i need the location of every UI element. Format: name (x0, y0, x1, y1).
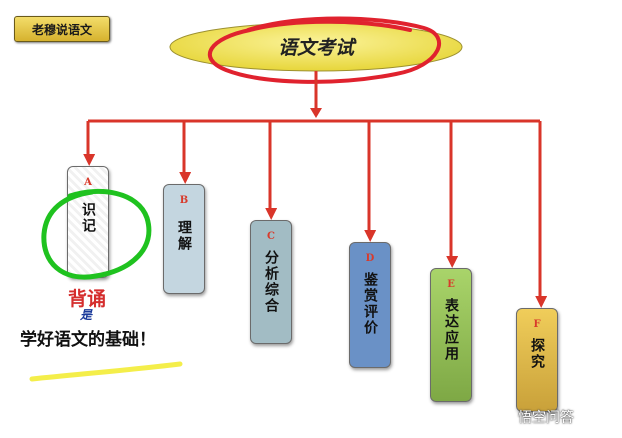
node-a-letter: A (84, 177, 92, 188)
watermark-text: 悟空问答 (518, 410, 574, 426)
node-f: F 探究 (516, 308, 558, 412)
source-tag: 老穆说语文 (14, 16, 110, 42)
chat-bubble-icon (500, 410, 514, 424)
node-a-label: 识记 (80, 202, 96, 234)
root-label: 语文考试 (278, 37, 357, 59)
annotation-line2: 是 (80, 308, 93, 322)
node-d-label: 鉴赏评价 (362, 272, 378, 336)
watermark: 悟空问答 (500, 407, 574, 427)
node-e: E 表达应用 (430, 268, 472, 402)
node-e-label: 表达应用 (443, 298, 459, 362)
node-c-label: 分析综合 (263, 250, 279, 314)
source-tag-label: 老穆说语文 (31, 22, 92, 37)
node-f-letter: F (533, 319, 541, 330)
annotation-line1: 背诵 (68, 288, 107, 310)
connectors (83, 71, 548, 308)
node-d-letter: D (365, 253, 375, 264)
yellow-stroke (29, 361, 183, 382)
node-b: B 理解 (163, 184, 205, 294)
node-d: D 鉴赏评价 (349, 242, 391, 368)
annotation-line3: 学好语文的基础！ (20, 330, 156, 350)
node-f-label: 探究 (529, 338, 545, 370)
root-stem-arrow (310, 108, 322, 118)
node-b-letter: B (179, 195, 189, 206)
node-c: C 分析综合 (250, 220, 292, 344)
node-e-letter: E (447, 279, 455, 290)
node-c-letter: C (267, 231, 275, 242)
node-b-label: 理解 (176, 220, 192, 252)
node-a: A 识记 (67, 166, 109, 278)
